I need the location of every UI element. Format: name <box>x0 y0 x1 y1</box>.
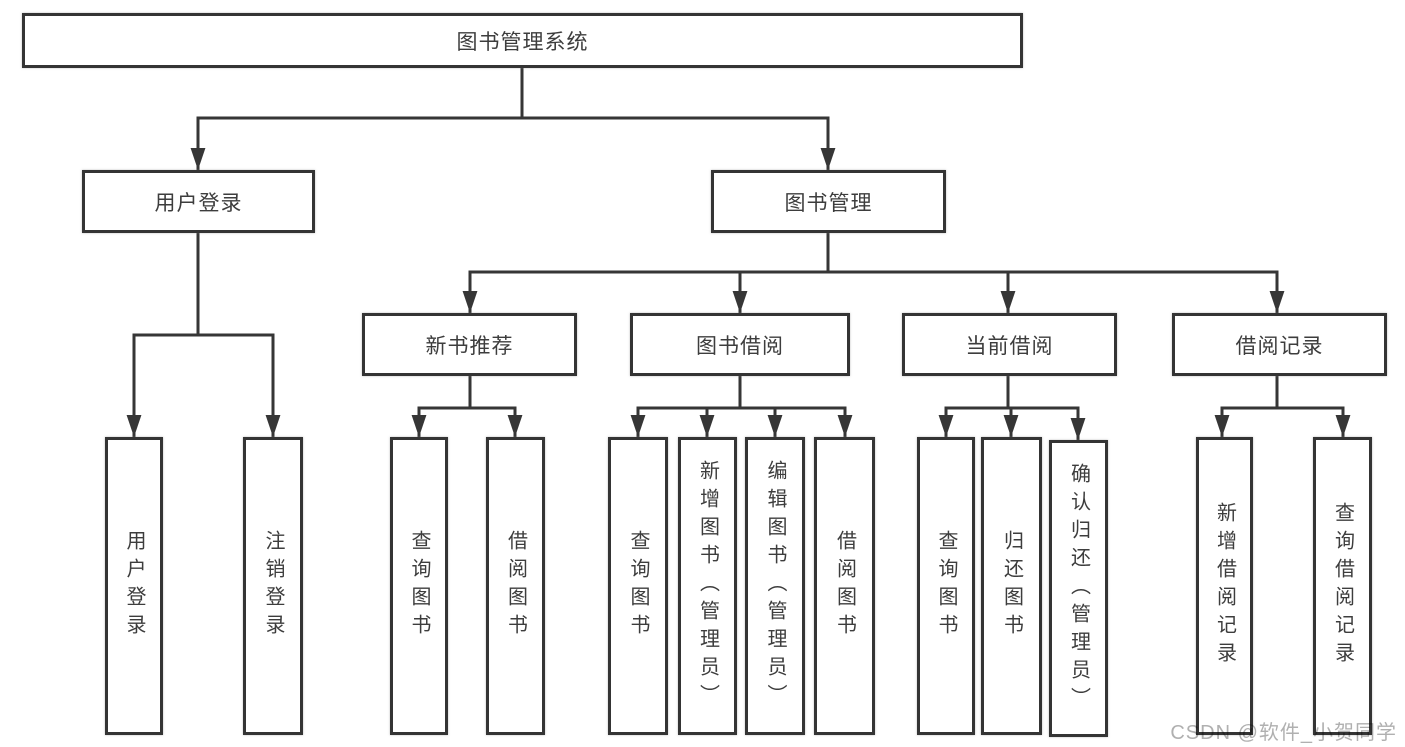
node-cb-query-books: 查询图书 <box>917 437 975 735</box>
node-nb-query-books: 查询图书 <box>390 437 448 735</box>
node-nb-borrow-books: 借阅图书 <box>486 437 545 735</box>
node-br-query-record: 查询借阅记录 <box>1313 437 1372 735</box>
node-new-book-recommend: 新书推荐 <box>362 313 577 376</box>
connector-book-mgmt-children <box>462 231 1285 313</box>
node-br-add-record-label: 新增借阅记录 <box>1213 502 1236 670</box>
node-logout-action-label: 注销登录 <box>262 530 284 642</box>
node-nb-borrow-books-label: 借阅图书 <box>504 530 527 642</box>
node-new-book-recommend-label: 新书推荐 <box>425 334 514 358</box>
connector-new-book-children <box>411 374 523 437</box>
node-current-borrow: 当前借阅 <box>902 313 1117 376</box>
node-bb-borrow-books-label: 借阅图书 <box>833 530 856 642</box>
node-logout-action: 注销登录 <box>243 437 303 735</box>
connector-borrow-records-children <box>1214 374 1351 437</box>
node-bb-query-books: 查询图书 <box>608 437 668 735</box>
node-bb-borrow-books: 借阅图书 <box>814 437 875 735</box>
node-bb-add-books-admin-label: 新增图书（管理员） <box>696 460 719 712</box>
node-bb-edit-books-admin: 编辑图书（管理员） <box>745 437 805 735</box>
node-borrow-records-label: 借阅记录 <box>1235 334 1324 358</box>
node-user-login-action: 用户登录 <box>105 437 163 735</box>
node-user-login: 用户登录 <box>82 170 315 233</box>
node-root: 图书管理系统 <box>22 13 1023 68</box>
node-bb-add-books-admin: 新增图书（管理员） <box>678 437 737 735</box>
node-br-query-record-label: 查询借阅记录 <box>1331 502 1354 670</box>
node-user-login-label: 用户登录 <box>154 191 243 215</box>
node-user-login-action-label: 用户登录 <box>123 530 145 642</box>
connector-user-login-children <box>126 231 281 437</box>
connector-root-to-level2 <box>190 66 836 170</box>
node-cb-return-books-label: 归还图书 <box>1000 530 1023 642</box>
watermark: CSDN @软件_小贺同学 <box>1170 722 1397 744</box>
connector-current-borrow-children <box>938 374 1086 440</box>
node-current-borrow-label: 当前借阅 <box>965 334 1054 358</box>
node-bb-edit-books-admin-label: 编辑图书（管理员） <box>764 460 786 712</box>
node-book-borrow: 图书借阅 <box>630 313 850 376</box>
connector-book-borrow-children <box>630 374 853 437</box>
node-cb-confirm-return-admin: 确认归还（管理员） <box>1049 440 1108 737</box>
node-book-mgmt: 图书管理 <box>711 170 946 233</box>
node-book-borrow-label: 图书借阅 <box>696 334 784 358</box>
node-bb-query-books-label: 查询图书 <box>627 530 649 642</box>
node-borrow-records: 借阅记录 <box>1172 313 1387 376</box>
node-root-label: 图书管理系统 <box>456 30 589 54</box>
node-book-mgmt-label: 图书管理 <box>784 191 873 215</box>
node-nb-query-books-label: 查询图书 <box>408 530 430 642</box>
node-br-add-record: 新增借阅记录 <box>1196 437 1253 735</box>
node-cb-query-books-label: 查询图书 <box>935 530 957 642</box>
node-cb-confirm-return-admin-label: 确认归还（管理员） <box>1067 462 1090 715</box>
node-cb-return-books: 归还图书 <box>981 437 1042 735</box>
